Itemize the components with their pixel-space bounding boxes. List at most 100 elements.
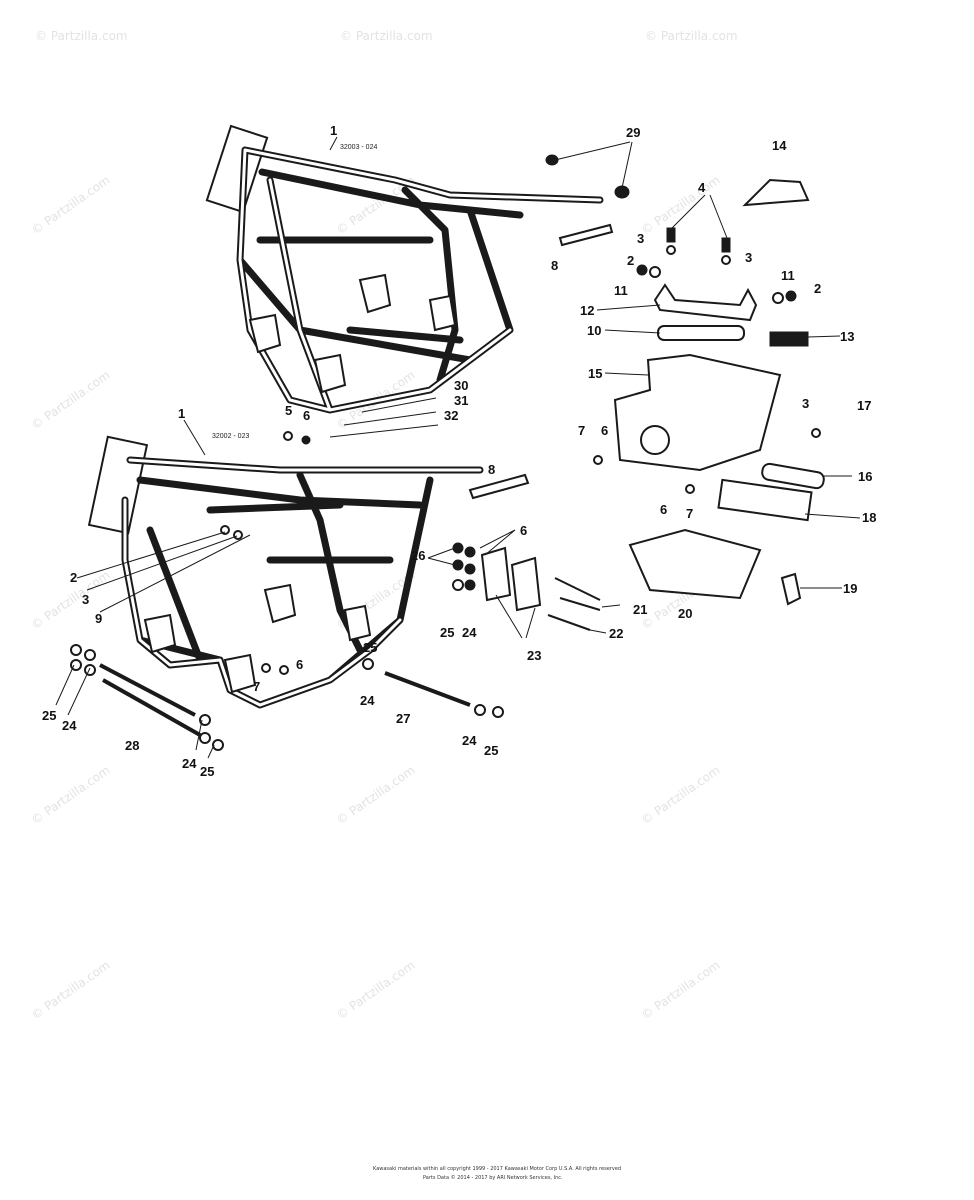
engine-bolts bbox=[99, 663, 471, 737]
callout-6: 6 bbox=[303, 408, 310, 423]
callout-7: 7 bbox=[578, 423, 585, 438]
watermark: © Partzilla.com bbox=[29, 368, 113, 433]
callout-27: 27 bbox=[396, 711, 410, 726]
watermark: © Partzilla.com bbox=[639, 173, 723, 238]
callout-24: 24 bbox=[360, 693, 375, 708]
nut bbox=[452, 559, 464, 571]
callout-6: 6 bbox=[520, 523, 527, 538]
watermark: © Partzilla.com bbox=[35, 29, 128, 43]
callout-11: 11 bbox=[781, 268, 795, 283]
callout-9: 9 bbox=[95, 611, 102, 626]
washer bbox=[84, 649, 96, 661]
callout-20: 20 bbox=[678, 606, 692, 621]
callout-16: 16 bbox=[858, 469, 872, 484]
washer bbox=[362, 658, 374, 670]
callout-3: 3 bbox=[82, 592, 89, 607]
callout-3: 3 bbox=[637, 231, 644, 246]
callout-25: 25 bbox=[440, 625, 454, 640]
washer bbox=[279, 665, 289, 675]
part-number-upper-frame: 32003 - 024 bbox=[340, 144, 377, 151]
nut bbox=[636, 264, 648, 276]
nut bbox=[649, 266, 661, 278]
watermark: © Partzilla.com bbox=[639, 958, 723, 1023]
callout-3: 3 bbox=[745, 250, 752, 265]
engine-mount-plate bbox=[248, 313, 282, 354]
bracket bbox=[558, 223, 614, 247]
nut bbox=[464, 579, 476, 591]
nut bbox=[464, 563, 476, 575]
callout-2: 2 bbox=[627, 253, 634, 268]
callout-26: 26 bbox=[411, 548, 425, 563]
nut bbox=[464, 546, 476, 558]
watermark: © Partzilla.com bbox=[29, 763, 113, 828]
callout-12: 12 bbox=[580, 303, 594, 318]
washer bbox=[685, 484, 695, 494]
callout-17: 17 bbox=[857, 398, 871, 413]
watermark: © Partzilla.com bbox=[639, 763, 723, 828]
engine-mount-plate bbox=[143, 613, 177, 654]
callout-8: 8 bbox=[551, 258, 558, 273]
bracket bbox=[468, 473, 530, 500]
watermark: © Partzilla.com bbox=[645, 29, 738, 43]
callout-14: 14 bbox=[772, 138, 787, 153]
leader-lines bbox=[55, 136, 861, 759]
washer bbox=[301, 435, 311, 445]
callout-24: 24 bbox=[182, 756, 197, 771]
callout-3: 3 bbox=[802, 396, 809, 411]
engine-mount-plate bbox=[358, 273, 392, 314]
nut bbox=[772, 292, 784, 304]
callout-15: 15 bbox=[588, 366, 602, 381]
callout-11: 11 bbox=[614, 283, 628, 298]
callout-1: 1 bbox=[330, 123, 337, 138]
battery-bracket bbox=[653, 283, 758, 322]
callout-7: 7 bbox=[686, 506, 693, 521]
strap-plate bbox=[761, 462, 825, 490]
washer bbox=[492, 706, 504, 718]
bolt bbox=[666, 227, 676, 243]
battery bbox=[717, 478, 813, 522]
nut bbox=[785, 290, 797, 302]
callout-25: 25 bbox=[484, 743, 498, 758]
washer bbox=[199, 714, 211, 726]
callout-13: 13 bbox=[840, 329, 854, 344]
watermark: © Partzilla.com bbox=[29, 173, 113, 238]
steering-head bbox=[205, 124, 269, 214]
washer bbox=[70, 644, 82, 656]
watermark: © Partzilla.com bbox=[334, 763, 418, 828]
battery-case bbox=[613, 353, 782, 472]
callout-4: 4 bbox=[698, 180, 706, 195]
callout-2: 2 bbox=[70, 570, 77, 585]
callout-25: 25 bbox=[363, 640, 377, 655]
engine-mount-plate bbox=[313, 353, 347, 394]
washer bbox=[70, 659, 82, 671]
callout-8: 8 bbox=[488, 462, 495, 477]
callout-29: 29 bbox=[626, 125, 640, 140]
callout-25: 25 bbox=[200, 764, 214, 779]
nut bbox=[452, 542, 464, 554]
battery-case-opening bbox=[640, 425, 670, 455]
callout-21: 21 bbox=[633, 602, 647, 617]
mount-plate bbox=[510, 556, 542, 612]
washer bbox=[811, 428, 821, 438]
washer bbox=[84, 664, 96, 676]
bolt bbox=[283, 431, 293, 441]
bolt bbox=[261, 663, 271, 673]
callout-7: 7 bbox=[253, 679, 260, 694]
copyright-line-2: Parts Data © 2014 - 2017 by ARI Network … bbox=[423, 1174, 563, 1181]
washer bbox=[220, 525, 230, 535]
bolts bbox=[547, 577, 601, 631]
callout-24: 24 bbox=[462, 733, 477, 748]
engine-mount-plate bbox=[343, 604, 372, 642]
battery-strap bbox=[657, 325, 745, 341]
part-number-lower-frame: 32002 - 023 bbox=[212, 433, 249, 440]
copyright-line-1: Kawasaki materials within all copyright … bbox=[373, 1166, 621, 1172]
callout-6: 6 bbox=[660, 502, 667, 517]
callout-1: 1 bbox=[178, 406, 185, 421]
washer bbox=[452, 579, 464, 591]
hardware-parts bbox=[70, 154, 825, 751]
washer bbox=[721, 255, 731, 265]
callout-5: 5 bbox=[285, 403, 292, 418]
callout-22: 22 bbox=[609, 626, 623, 641]
callout-24: 24 bbox=[62, 718, 77, 733]
